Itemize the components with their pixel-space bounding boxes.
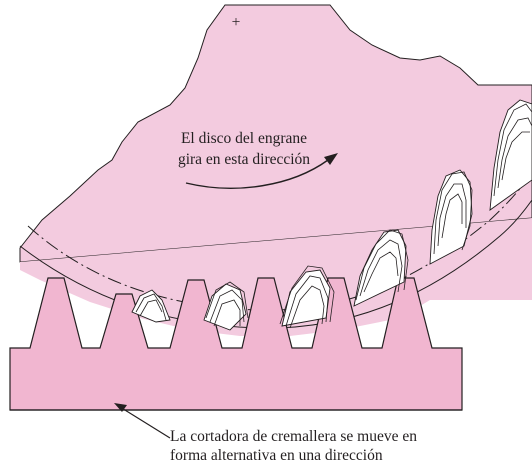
disc-center-marker: + [232,14,241,31]
rack-leader-arrowhead [114,403,127,412]
disc-label-line2: gira en esta dirección [178,151,310,168]
rack-cutter [9,277,463,411]
cutter-pass-traces [135,103,532,329]
rotation-arrow [185,159,329,189]
gear-disc-blank [19,4,532,263]
rotation-arrowhead [324,153,338,165]
rack-label-line1: La cortadora de cremallera se mueve en [170,428,417,445]
gear-tooth-profiles [131,99,532,331]
tooth-profile-4 [353,229,407,307]
tooth-profile-6 [489,99,532,211]
tooth-profile-2 [203,283,247,331]
rack-label-line2: forma alternativa en una dirección [170,447,383,464]
disc-label-line1: El disco del engrane [181,130,307,147]
rack-leader-line [119,406,171,439]
